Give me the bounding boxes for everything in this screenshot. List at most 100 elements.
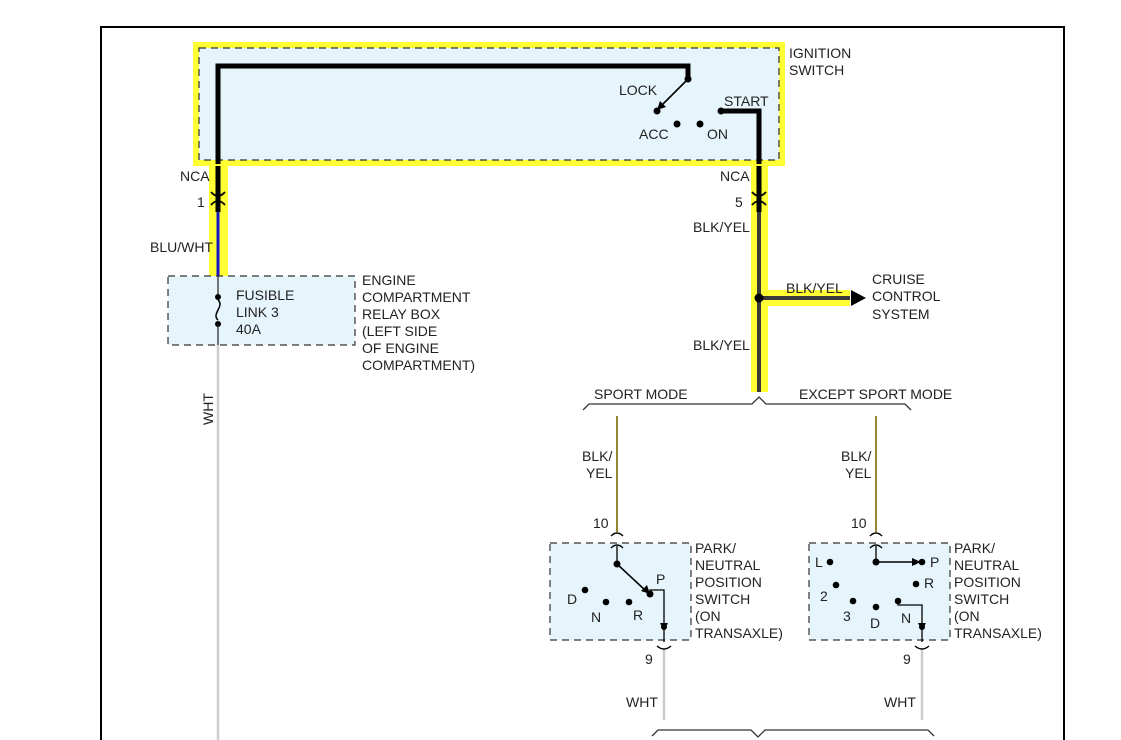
blk-yel-label-except: YEL [845,465,872,481]
fusible-link-icon [215,299,221,321]
relay-box-label: (LEFT SIDE [362,323,437,339]
pnp-label-sport: TRANSAXLE) [695,625,783,641]
right-connector-name: NCA [720,168,750,184]
output-node-sport [661,624,667,630]
n-label-sport: N [591,609,601,625]
cruise-control-label: CONTROL [872,288,941,304]
pnp-switch-box-except [808,542,951,641]
blk-yel-label-lower: BLK/YEL [693,337,750,353]
nca-pin-5-connector [751,191,767,206]
pin-9-label-sport: 9 [645,651,653,667]
blk-yel-label-branch: BLK/YEL [786,280,843,296]
on-contact [696,120,704,128]
lock-contact [653,107,661,115]
pin-10-label-sport: 10 [593,515,609,531]
except-sport-mode-label: EXCEPT SPORT MODE [799,386,952,402]
p-contact-except [918,558,926,566]
blk-yel-label-except: BLK/ [841,448,871,464]
pin-10-connector-sport [610,532,624,537]
two-contact-except [832,581,840,589]
wht-label-except: WHT [884,694,916,710]
relay-box-label: OF ENGINE [362,340,439,356]
r-contact-sport [625,598,633,606]
pnp-top-terminal-sport [610,544,624,549]
bottom-merge-brace [651,729,935,738]
pnp-blade-arrow-except [912,558,921,566]
pnp-switch-sport: BLK/ YEL 10 P D N R 9 WHT PARK/ NEUTRAL … [549,416,783,720]
ignition-switch-inner [224,56,774,152]
right-connector-pin: 5 [735,194,743,210]
d-label-sport: D [567,591,577,607]
r-label-sport: R [633,607,643,623]
l-label-except: L [815,554,823,570]
acc-contact [673,120,681,128]
fusible-link-label: 40A [236,321,262,337]
fusible-link-terminal-top [215,294,221,300]
n-label-except: N [901,610,911,626]
mode-split: SPORT MODE EXCEPT SPORT MODE [582,386,952,411]
l-contact-except [826,558,834,566]
mode-brace [582,396,912,411]
pin-10-connector-except [869,532,883,537]
diagram-frame [100,26,1065,740]
fusible-link-label: LINK 3 [236,304,279,320]
start-label: START [724,93,769,109]
ignition-blade [660,78,689,107]
n-contact-sport [602,598,610,606]
pnp-label-sport: NEUTRAL [695,557,761,573]
splice-point [754,293,764,303]
relay-box-label: RELAY BOX [362,306,441,322]
ignition-internal-wire [215,63,691,166]
pnp-label-except: SWITCH [954,591,1009,607]
r-contact-except [912,580,920,588]
pnp-label-sport: (ON [695,608,721,624]
cruise-arrow-icon [851,290,866,306]
pnp-label-sport: SWITCH [695,591,750,607]
left-circuit: NCA 1 BLU/WHT [150,164,228,276]
pnp-label-except: (ON [954,608,980,624]
cruise-control-label: SYSTEM [872,306,930,322]
relay-box-label: COMPARTMENT [362,289,471,305]
nca-pin-1-connector [210,191,226,206]
pnp-label-sport: POSITION [695,574,762,590]
left-connector-name: NCA [180,168,210,184]
wht-label-sport: WHT [626,694,658,710]
pnp-label-except: TRANSAXLE) [954,625,1042,641]
pin-9-connector-except [914,645,930,650]
three-contact-except [849,597,857,605]
wht-label-left: WHT [200,393,216,425]
p-label-except: P [930,554,939,570]
ignition-switch-title: SWITCH [789,62,844,78]
pnp-label-except: POSITION [954,574,1021,590]
fusible-link-label: FUSIBLE [236,287,294,303]
pin-9-label-except: 9 [903,651,911,667]
ignition-switch: LOCK ACC ON START IGNITION SWITCH [193,42,851,166]
right-circuit: NCA 5 BLK/YEL BLK/YEL BLK/YEL CRUISE CON… [693,164,941,392]
pin-10-label-except: 10 [851,515,867,531]
three-label-except: 3 [843,608,851,624]
ignition-switch-title: IGNITION [789,45,851,61]
pnp-top-terminal-except [869,544,883,549]
on-label: ON [707,126,728,142]
ignition-blade-arrow [657,101,666,110]
cruise-control-label: CRUISE [872,271,925,287]
p-output-wire-sport [649,589,665,627]
left-connector-pin: 1 [197,194,205,210]
pnp-switch-except-sport: BLK/ YEL 10 L P R 2 3 D N 9 WHT PARK/ NE… [808,416,1042,720]
blk-yel-label-sport: YEL [586,465,613,481]
acc-label: ACC [639,126,669,142]
d-contact-except [872,603,880,611]
pnp-blade-sport [616,563,647,592]
blu-wht-label: BLU/WHT [150,239,213,255]
output-node-except [919,624,925,630]
relay-box [167,275,356,346]
lock-label: LOCK [619,82,658,98]
start-internal-wire [721,108,762,166]
relay-box-label: COMPARTMENT) [362,357,475,373]
pin-9-connector-sport [656,645,672,650]
p-label-sport: P [656,571,665,587]
blk-yel-label-sport: BLK/ [582,448,612,464]
relay-box-label: ENGINE [362,272,416,288]
blk-yel-label-upper: BLK/YEL [693,219,750,235]
